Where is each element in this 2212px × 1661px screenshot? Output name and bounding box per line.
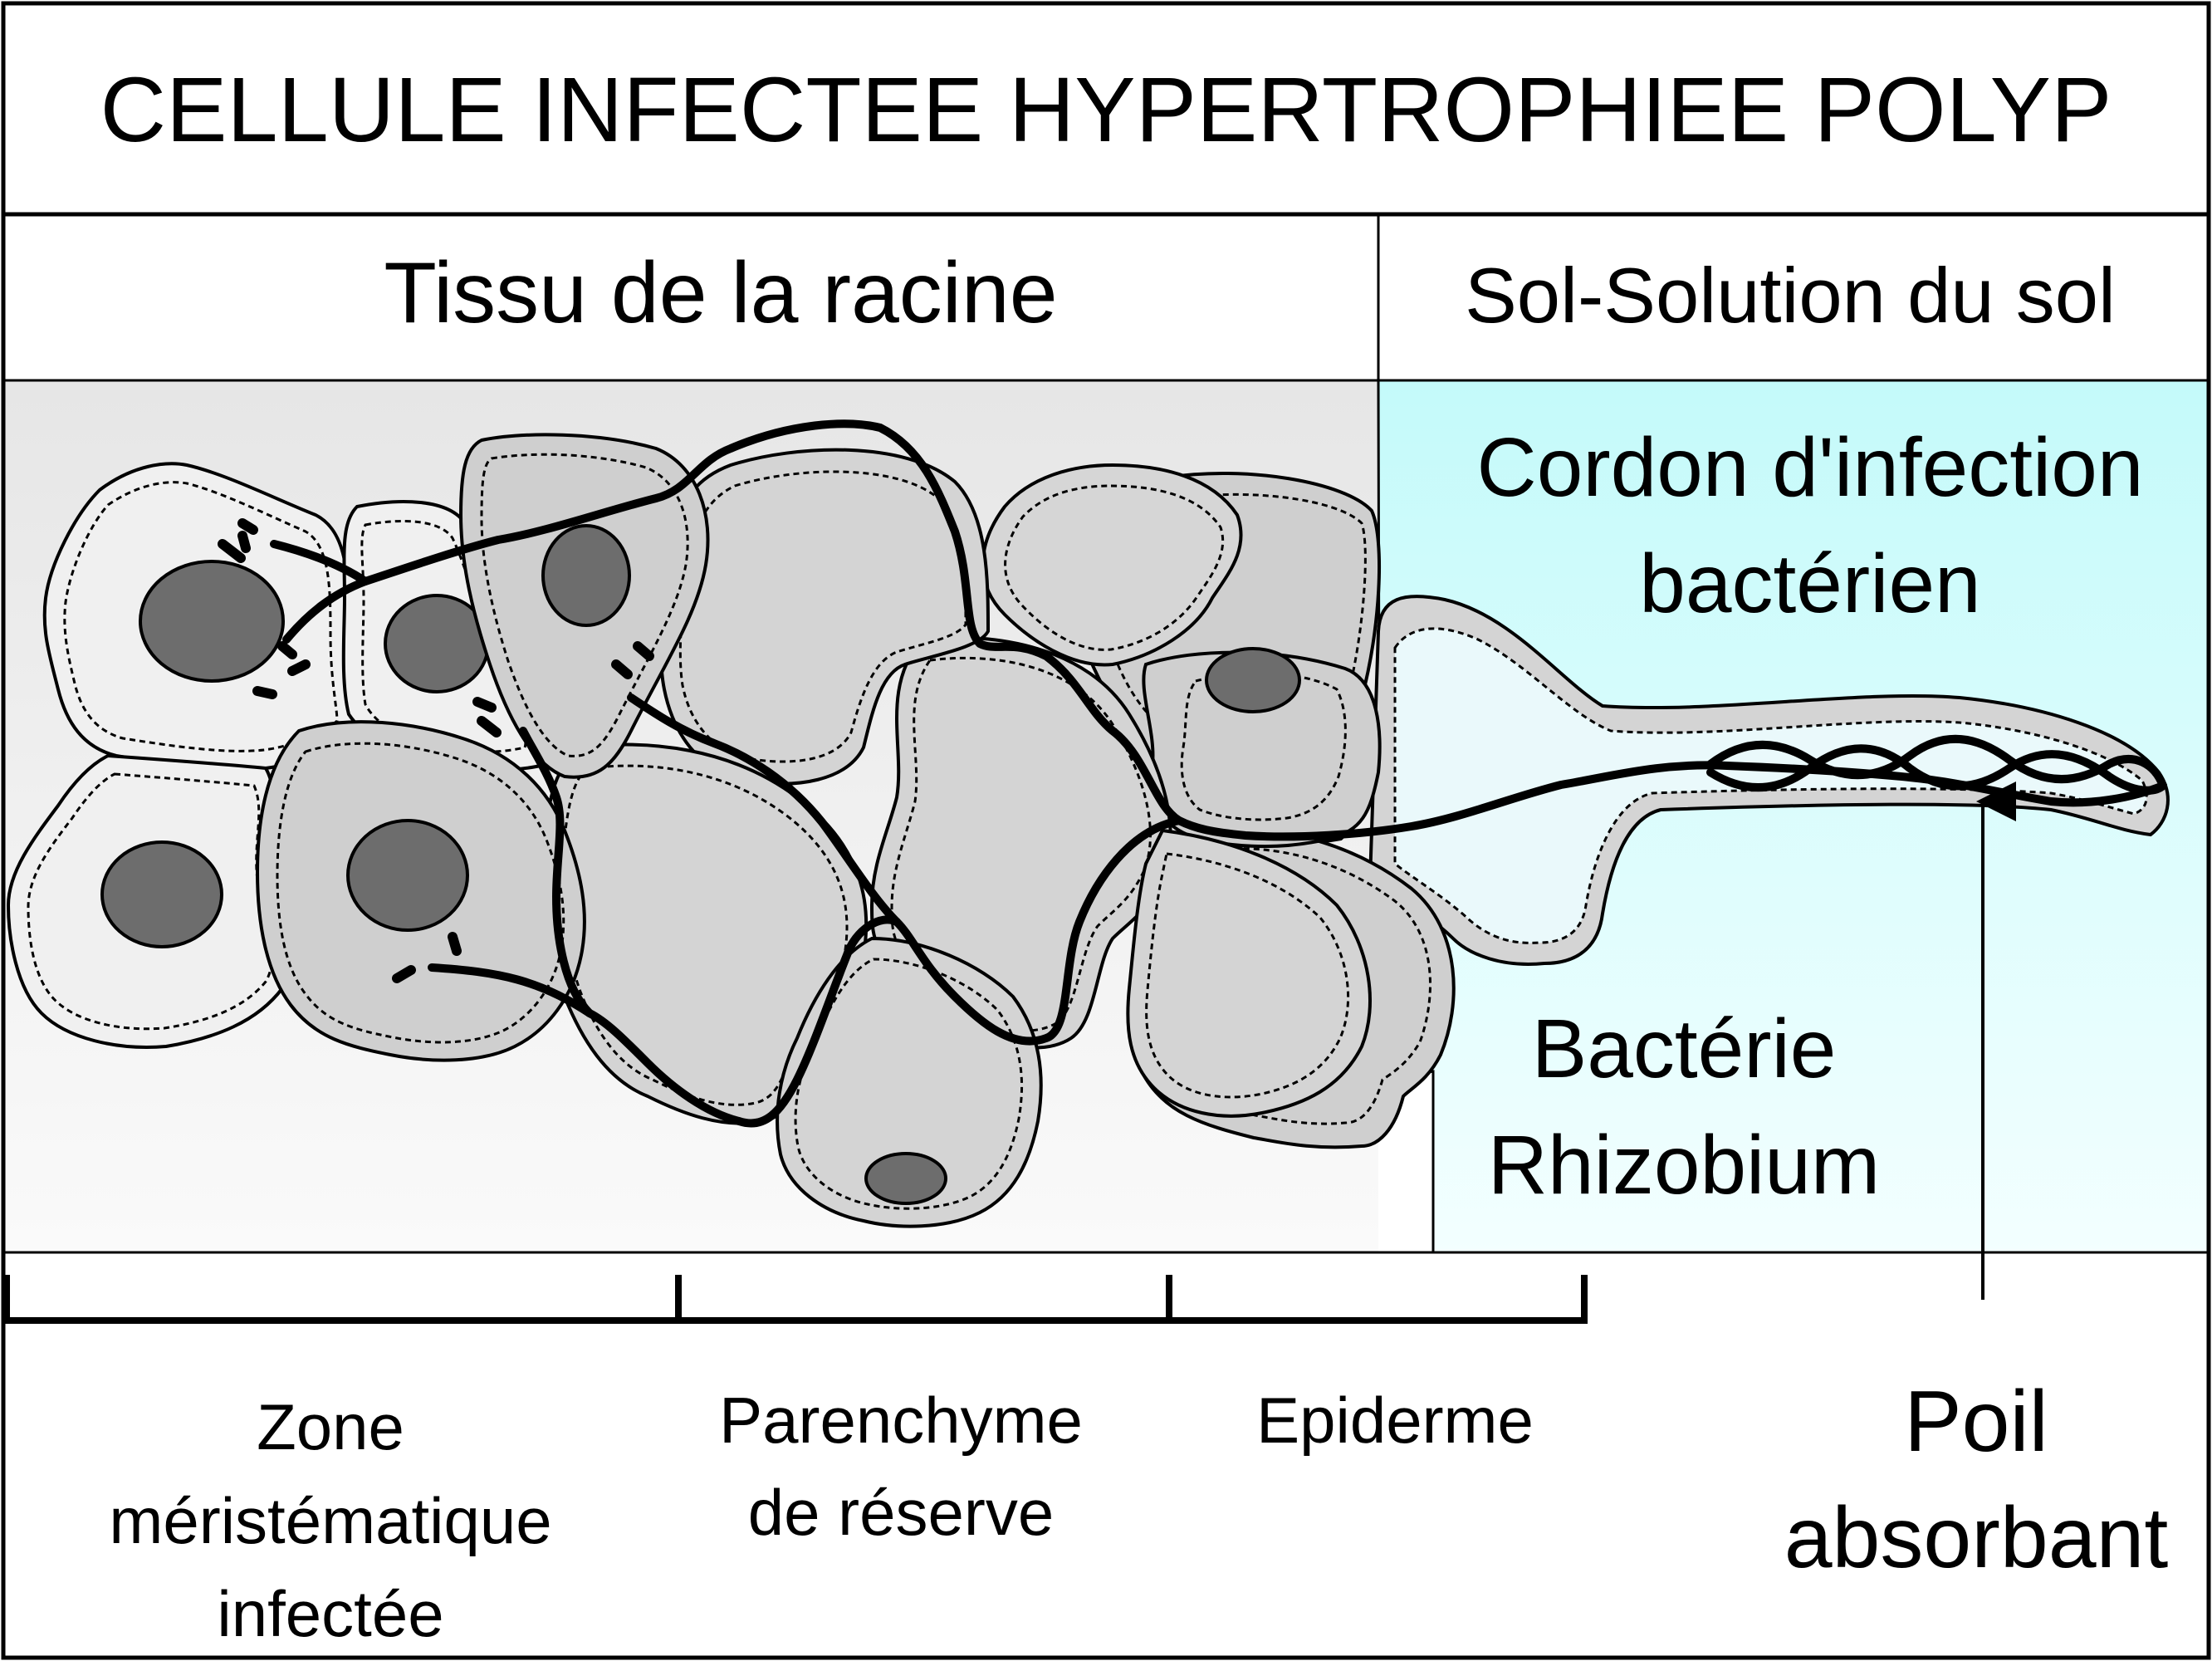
meristem-nucleus-1 [139, 560, 285, 683]
epidermis-zone-label: Epiderme [1256, 1384, 1534, 1457]
meristem-cell-top-middle-inner [360, 519, 527, 754]
meristem-nucleus-3 [541, 524, 631, 627]
parenchyma-cell-top-right [981, 463, 1243, 667]
meristem-zone-label-2: méristématique [109, 1484, 551, 1557]
soil-region [1378, 380, 2207, 1252]
meristem-cell-bottom-left-inner [27, 772, 274, 1031]
infection-thread-twisted-a [1706, 735, 2167, 790]
meristem-nucleus-5 [346, 819, 469, 932]
meristem-zone-label-3: infectée [217, 1577, 443, 1650]
meristem-zone-label-1: Zone [257, 1390, 404, 1463]
parenchyma-cell-right-lower-inner [1145, 852, 1350, 1099]
bacterium-label-2: Rhizobium [1488, 1119, 1880, 1212]
zone-bracket [3, 1275, 1588, 1324]
page-title: CELLULE INFECTEE HYPERTROPHIEE POLYP [100, 59, 2112, 161]
soil-header: Sol-Solution du sol [1465, 252, 2116, 339]
infection-thread-branch-3 [519, 727, 594, 1017]
meristem-cell-top-right-inner [480, 453, 689, 757]
epidermis-nucleus [1205, 647, 1301, 713]
bacterium-label-1: Bactérie [1532, 1002, 1837, 1095]
infection-thread-branch-1 [585, 816, 1183, 1128]
infection-thread-main [282, 419, 2167, 841]
root-tissue-header: Tissu de la racine [384, 245, 1057, 341]
root-hair-label-2: absorbant [1784, 1490, 2169, 1586]
infection-thread-label-1: Cordon d'infection [1477, 421, 2144, 514]
infection-thread-label-2: bactérien [1639, 537, 1980, 630]
parenchyma-cell-lower-left-inner [560, 764, 849, 1106]
parenchyma-zone-label-1: Parenchyme [719, 1384, 1083, 1457]
parenchyma-cell-right-lower [1126, 828, 1372, 1118]
parenchyma-cell-center [869, 635, 1172, 1050]
parenchyma-cell-top-right-inner [1004, 484, 1225, 651]
meristem-nucleus-4 [100, 840, 223, 948]
infection-thread-branch-2 [627, 693, 901, 926]
parenchyma-cell-bottom-inner [794, 958, 1024, 1210]
meristem-cell-bottom-right-inner [276, 742, 565, 1044]
epidermis-cell-middle-inner [1180, 672, 1347, 821]
parenchyma-nucleus [864, 1152, 947, 1205]
infection-thread-branch-4 [428, 963, 594, 1017]
rhizobium-bacteria [218, 518, 654, 983]
infection-thread-branch-5 [270, 540, 369, 586]
root-hair-label-1: Poil [1904, 1374, 2048, 1470]
parenchyma-zone-label-2: de réserve [748, 1476, 1055, 1549]
infection-thread-twisted-b [1706, 744, 2167, 795]
